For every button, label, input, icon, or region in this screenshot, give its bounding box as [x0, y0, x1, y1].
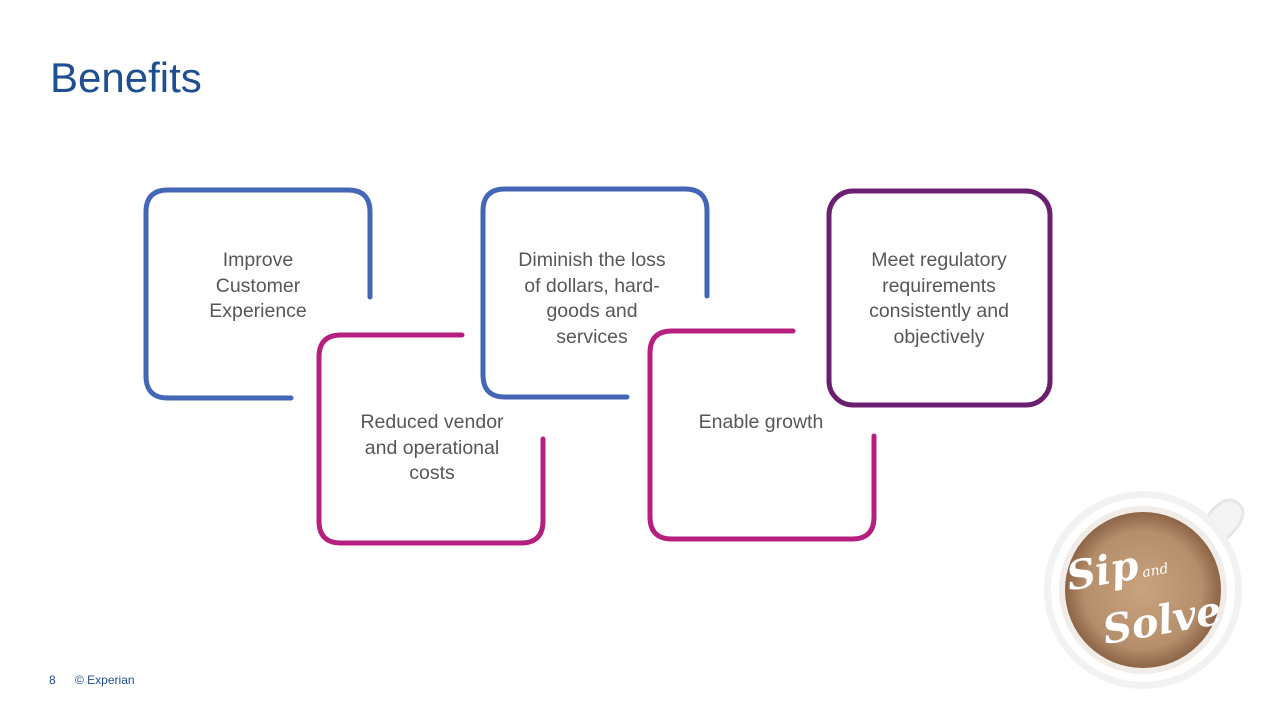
frame-diminish-loss	[480, 186, 710, 400]
sip-and-solve-coffee-logo: Sip and Solve	[1044, 491, 1245, 689]
slide-title: Benefits	[50, 54, 202, 101]
frame-enable-growth	[647, 328, 877, 542]
benefit-reduced-vendor-costs: Reduced vendor and operational costs	[360, 411, 504, 484]
frame-meet-regulatory	[826, 188, 1053, 408]
frame-improve-customer-experience	[143, 187, 373, 401]
benefit-diminish-loss: Diminish the loss of dollars, hard- good…	[518, 249, 666, 348]
benefit-enable-growth: Enable growth	[698, 411, 824, 433]
frame-reduced-vendor	[316, 332, 546, 546]
logo-text-and: and	[1141, 561, 1170, 581]
benefit-improve-customer-experience: Improve Customer Experience	[209, 249, 307, 322]
page-number: 8	[49, 673, 56, 687]
benefit-meet-regulatory: Meet regulatory requirements consistentl…	[869, 249, 1009, 348]
copyright: © Experian	[75, 673, 135, 687]
